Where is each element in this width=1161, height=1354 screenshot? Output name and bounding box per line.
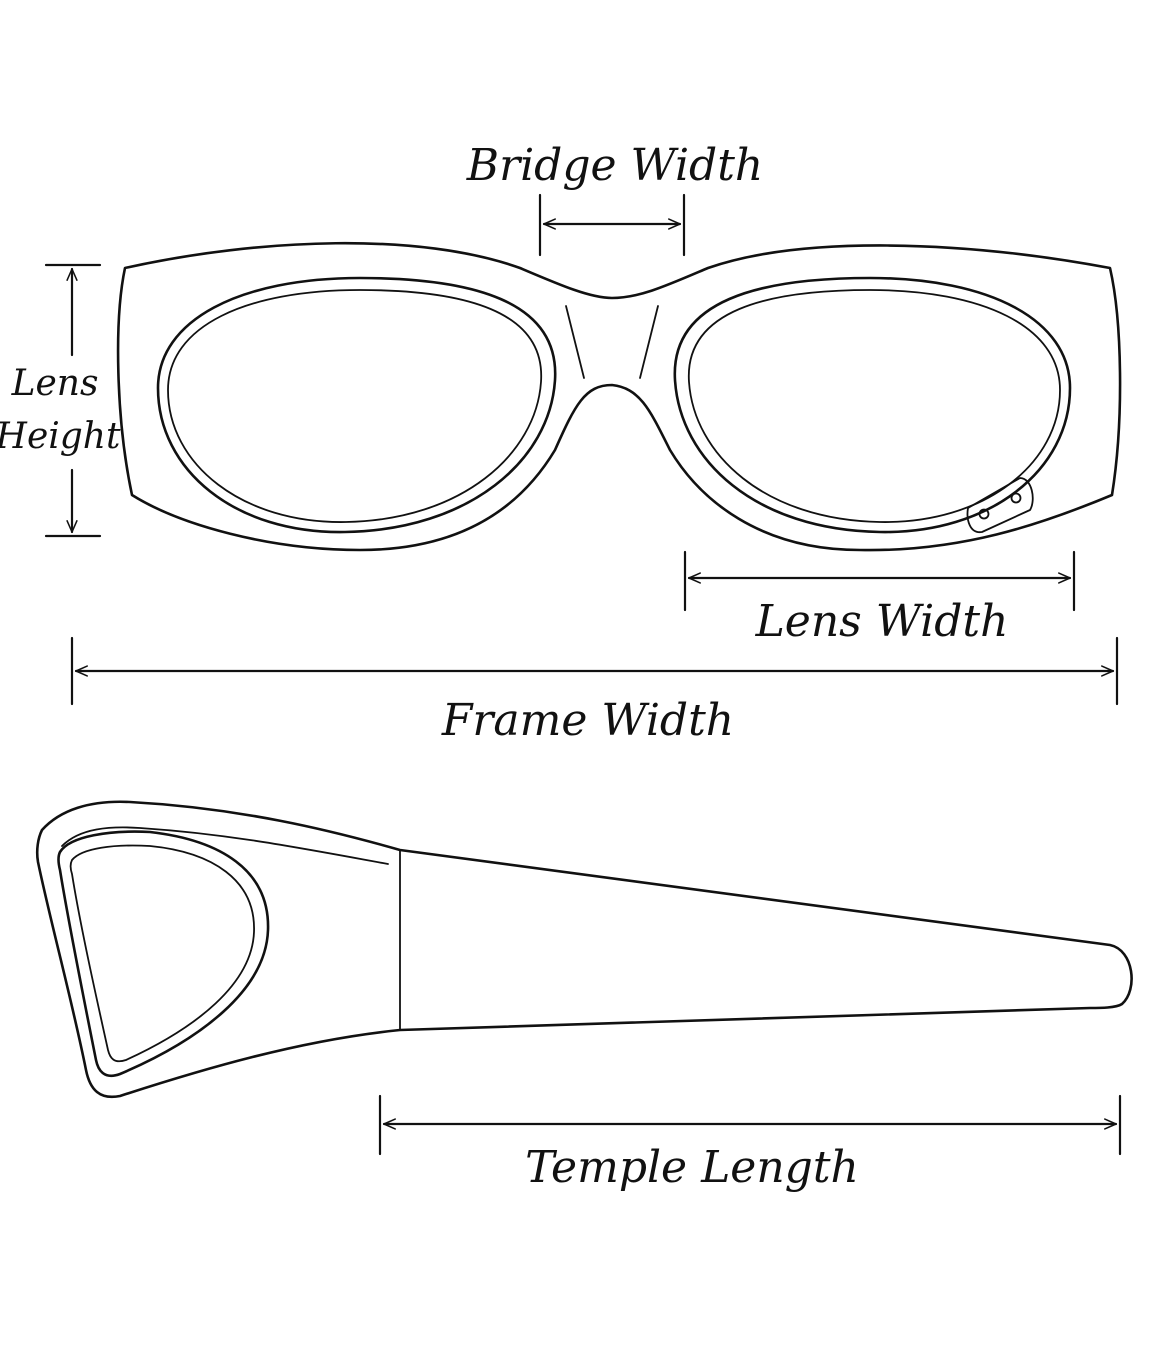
- bridge-width-label: Bridge Width: [466, 140, 764, 191]
- temple-side-view: [35, 800, 1133, 1099]
- labels: Bridge Width Lens Height Lens Width Fram…: [0, 140, 1008, 1193]
- hinge-plate: [966, 477, 1034, 533]
- temple-inner-outline: [61, 826, 389, 865]
- left-lens-rim-outer: [156, 276, 557, 534]
- dimension-lines: [44, 193, 1122, 1156]
- temple-length-label: Temple Length: [525, 1142, 859, 1193]
- hinge-rivet-2: [1010, 492, 1022, 504]
- frame-outline: [116, 241, 1122, 552]
- bridge-line-right: [639, 305, 659, 379]
- hinge-rivet-1: [978, 508, 990, 520]
- left-lens: [167, 289, 542, 523]
- temple-outline: [35, 800, 1133, 1099]
- temple-cutout-outer: [57, 830, 270, 1078]
- right-lens-rim-outer: [673, 276, 1072, 534]
- glasses-front-view: [116, 241, 1122, 552]
- lens-width-label: Lens Width: [755, 596, 1009, 647]
- lens-height-label-line1: Lens: [11, 363, 99, 404]
- bridge-line-left: [565, 305, 585, 379]
- lens-height-label-line2: Height: [0, 416, 121, 457]
- temple-cutout-inner: [69, 844, 255, 1063]
- right-lens: [688, 289, 1061, 523]
- frame-width-label: Frame Width: [441, 695, 734, 746]
